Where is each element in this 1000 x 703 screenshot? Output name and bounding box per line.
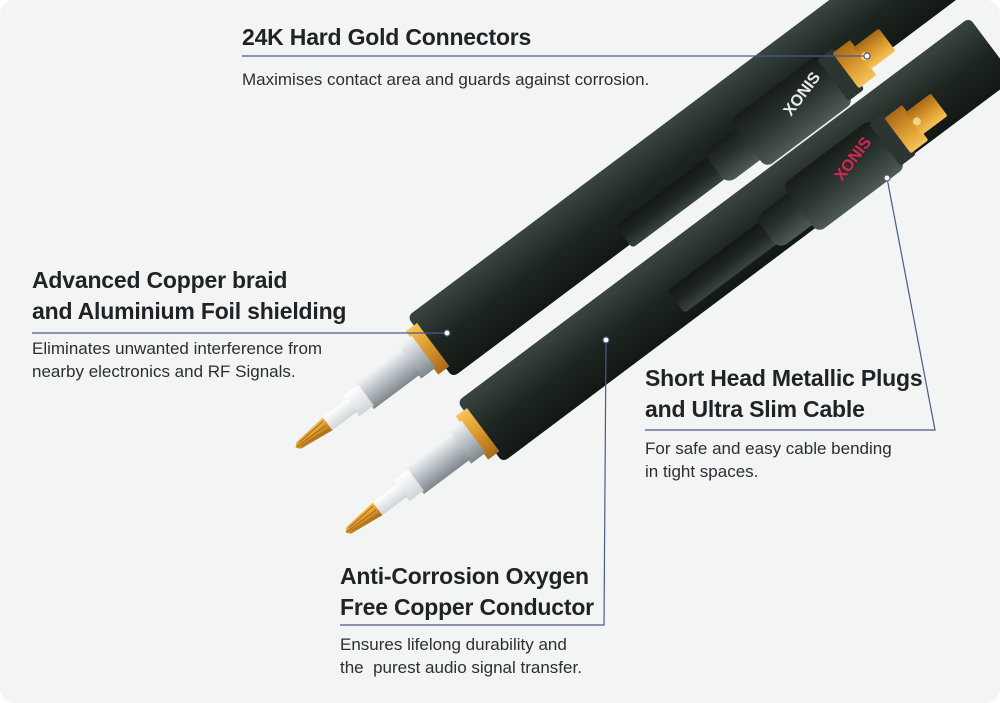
leader-line-plugs bbox=[645, 177, 936, 431]
callout-description: For safe and easy cable bending in tight… bbox=[645, 439, 892, 481]
callout-gold-connectors: 24K Hard Gold Connectors Maximises conta… bbox=[242, 22, 649, 91]
callout-plugs: Short Head Metallic Plugs and Ultra Slim… bbox=[645, 363, 923, 483]
callout-title: Advanced Copper braid and Aluminium Foil… bbox=[32, 267, 347, 324]
callout-conductor: Anti-Corrosion Oxygen Free Copper Conduc… bbox=[340, 561, 594, 679]
callout-description: Ensures lifelong durability and the pure… bbox=[340, 635, 582, 677]
callout-title: 24K Hard Gold Connectors bbox=[242, 24, 532, 50]
leader-dots bbox=[443, 52, 891, 344]
callout-description: Eliminates unwanted interference from ne… bbox=[32, 339, 323, 381]
leader-line-conductor bbox=[340, 339, 607, 626]
rca-plug-lower bbox=[669, 94, 947, 312]
rca-plug-upper bbox=[617, 29, 895, 247]
leader-lines bbox=[32, 55, 936, 626]
callout-description: Maximises contact area and guards agains… bbox=[242, 70, 650, 89]
callout-title: Anti-Corrosion Oxygen Free Copper Conduc… bbox=[340, 563, 594, 620]
callout-shielding: Advanced Copper braid and Aluminium Foil… bbox=[32, 265, 346, 383]
stripped-cable-upper bbox=[295, 0, 963, 449]
callout-title: Short Head Metallic Plugs and Ultra Slim… bbox=[645, 365, 923, 422]
